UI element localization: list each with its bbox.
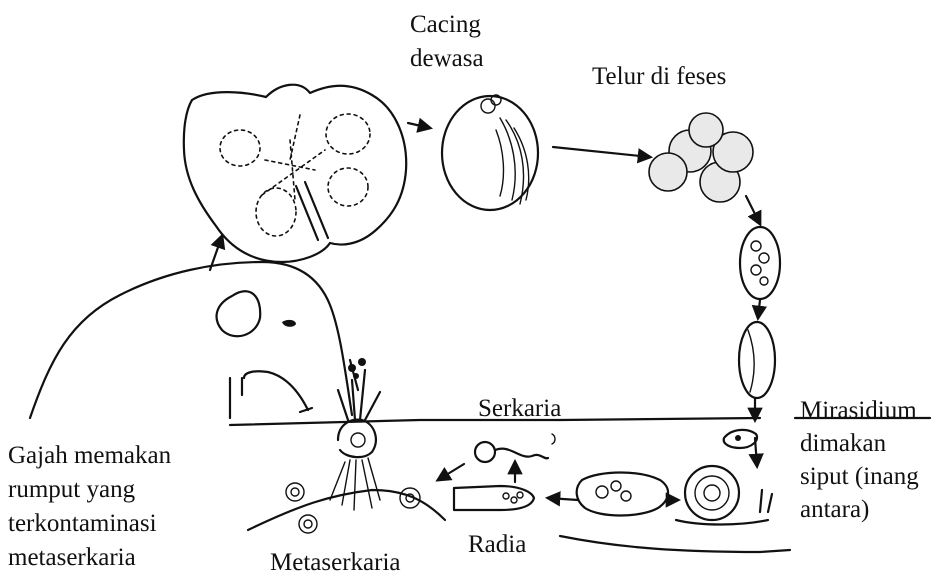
host-label-line4: metaserkaria	[8, 544, 136, 571]
miracidium-label-line2: dimakan	[800, 430, 887, 457]
miracidium-label-line1: Mirasidium	[800, 397, 917, 424]
eggs-label: Telur di feses	[592, 63, 726, 90]
elephant-illustration	[30, 262, 352, 418]
free-miracidium-illustration	[724, 430, 757, 448]
eggs-illustration	[649, 113, 753, 202]
host-label-line3: terkontaminasi	[8, 510, 157, 537]
host-label-line1: Gajah memakan	[8, 442, 172, 469]
snail-illustration	[676, 466, 772, 525]
host-label-line2: rumput yang	[8, 476, 136, 503]
cercaria-label: Serkaria	[478, 395, 561, 422]
host-organ	[184, 85, 406, 262]
metacercaria-label: Metaserkaria	[270, 549, 400, 576]
cercaria-illustration	[475, 434, 555, 462]
redia-label: Radia	[468, 531, 526, 558]
adult-worm-label-line2: dewasa	[410, 45, 484, 72]
miracidium-label-line4: antara)	[800, 496, 869, 523]
adult-worm-illustration	[442, 95, 538, 210]
metacercaria-cysts	[286, 483, 420, 533]
redia-illustration	[454, 486, 534, 510]
adult-worm-label-line1: Cacing	[410, 11, 481, 38]
grass-illustration	[330, 358, 380, 510]
miracidium-label-line3: siput (inang	[800, 463, 919, 490]
sporocyst-illustration	[577, 473, 668, 516]
